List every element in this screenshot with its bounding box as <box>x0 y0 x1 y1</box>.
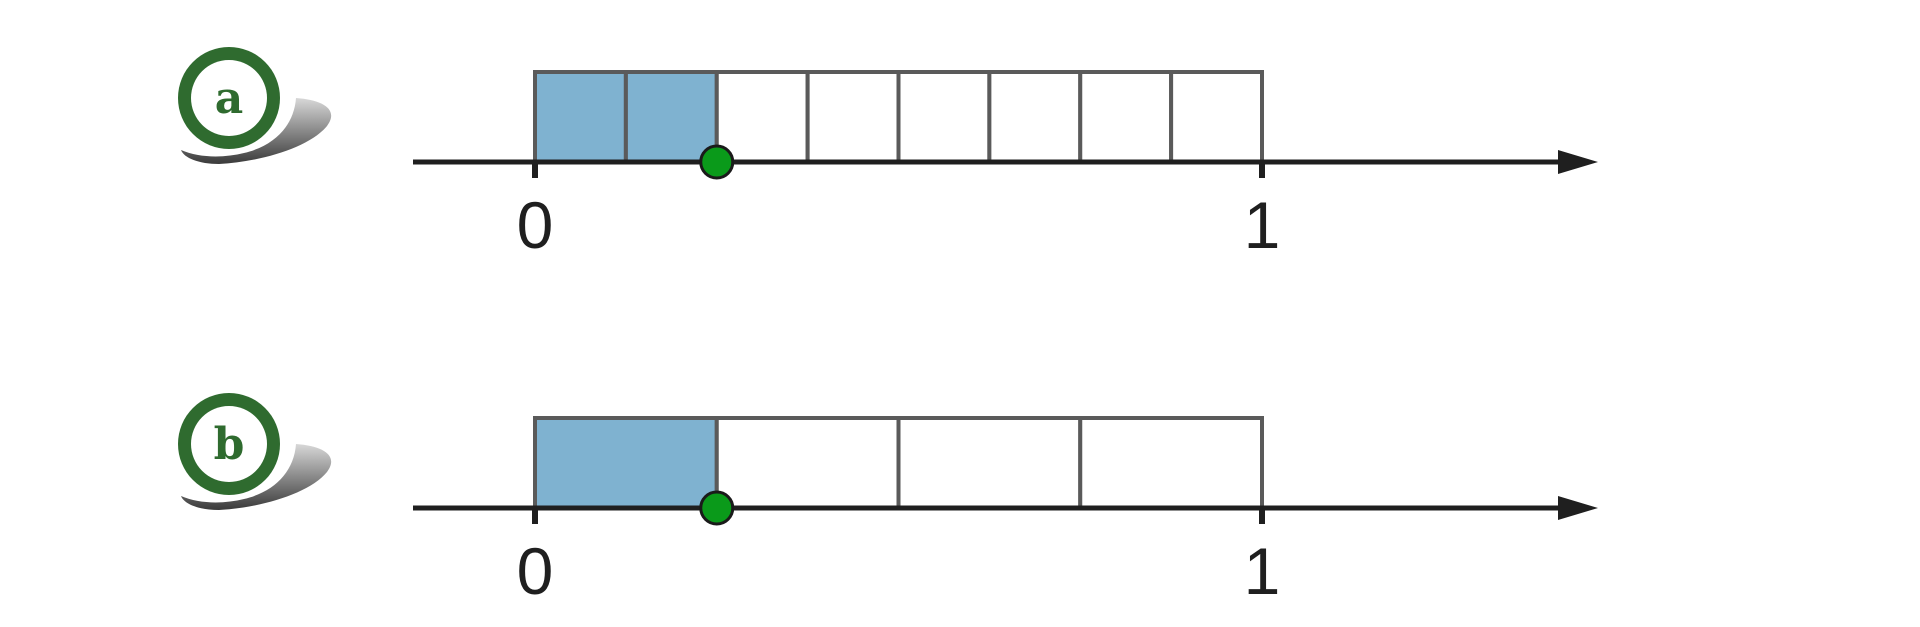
tick-label-zero: 0 <box>517 534 554 608</box>
tick-label-one: 1 <box>1244 188 1281 262</box>
empty-cell <box>805 70 901 164</box>
number-line-axis <box>413 150 1598 178</box>
axis-arrow-head <box>1558 496 1598 520</box>
badge-letter: b <box>214 419 245 470</box>
empty-cell <box>1078 70 1174 164</box>
shaded-cell <box>533 416 719 510</box>
badge-shadow <box>181 444 332 510</box>
fraction-point <box>699 144 735 180</box>
empty-cell <box>1169 70 1264 164</box>
badge-a: a <box>178 47 332 164</box>
empty-cell <box>896 70 992 164</box>
empty-cell <box>987 70 1083 164</box>
shaded-cell <box>623 70 719 164</box>
badge-shadow <box>181 98 332 164</box>
fraction-cells <box>533 70 1264 164</box>
badge-letter: a <box>215 73 244 124</box>
diagram-b: b 0 1 <box>178 393 1598 608</box>
tick-label-one: 1 <box>1244 534 1281 608</box>
fraction-point <box>699 490 735 526</box>
badge-b: b <box>178 393 332 510</box>
axis-arrow-head <box>1558 150 1598 174</box>
empty-cell <box>714 416 901 510</box>
badge-inner <box>191 60 267 136</box>
badge-inner <box>191 406 267 482</box>
empty-cell <box>714 70 810 164</box>
empty-cell <box>1078 416 1264 510</box>
number-line-axis <box>413 496 1598 524</box>
shaded-cell <box>533 70 628 164</box>
diagram-a: a 0 1 <box>178 47 1598 262</box>
tick-label-zero: 0 <box>517 188 554 262</box>
fraction-cells <box>533 416 1264 510</box>
empty-cell <box>896 416 1083 510</box>
